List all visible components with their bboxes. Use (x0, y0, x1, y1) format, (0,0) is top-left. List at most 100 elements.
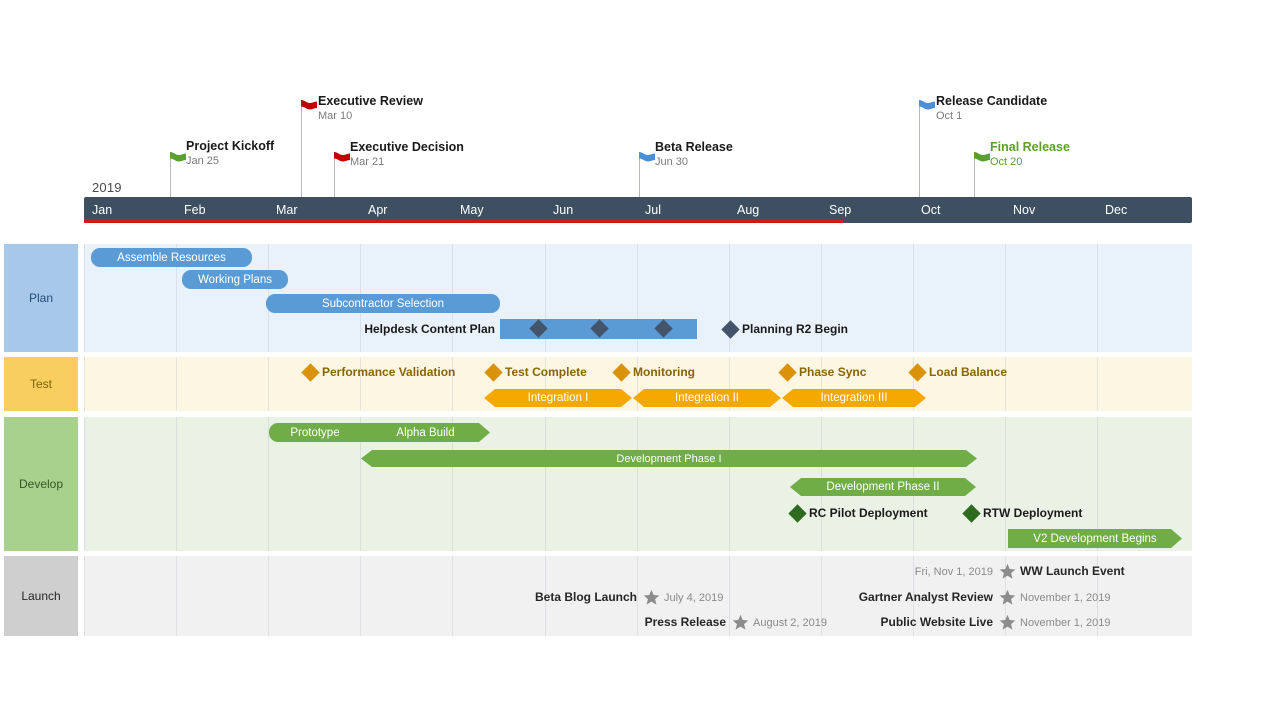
gridline (637, 417, 638, 551)
gridline (545, 244, 546, 352)
gridline (821, 244, 822, 352)
swimlane-label-test[interactable]: Test (4, 357, 78, 411)
gridline (360, 556, 361, 636)
task-bar[interactable]: Working Plans (182, 270, 288, 289)
axis-month-dec[interactable]: Dec (1105, 203, 1128, 217)
gridline (821, 556, 822, 636)
swimlane-band (84, 417, 1192, 551)
flag-date: Oct 1 (936, 110, 963, 122)
star-icon[interactable] (643, 589, 660, 606)
flag-icon (301, 100, 317, 114)
gridline (268, 357, 269, 411)
star-milestone-label: Public Website Live (880, 615, 993, 629)
gridline (729, 357, 730, 411)
gridline (176, 556, 177, 636)
flag-date: Mar 21 (350, 156, 385, 168)
star-icon[interactable] (999, 563, 1016, 580)
gridline (452, 357, 453, 411)
flag-date: Mar 10 (318, 110, 353, 122)
task-bar-label: Helpdesk Content Plan (364, 322, 495, 336)
year-label: 2019 (92, 180, 122, 195)
gridline (913, 357, 914, 411)
task-bar[interactable]: Alpha Build (361, 423, 490, 442)
flag-title: Release Candidate (936, 94, 1048, 108)
star-milestone-date: November 1, 2019 (1020, 592, 1111, 604)
gridline (452, 556, 453, 636)
gridline (1005, 417, 1006, 551)
flag-title: Executive Review (318, 94, 423, 108)
star-milestone-date: July 4, 2019 (664, 592, 724, 604)
gridline (84, 556, 85, 636)
gridline (268, 556, 269, 636)
flag-icon (919, 100, 935, 114)
axis-month-feb[interactable]: Feb (184, 203, 206, 217)
task-bar[interactable]: Integration III (782, 389, 926, 407)
task-bar[interactable]: Integration I (484, 389, 632, 407)
star-icon[interactable] (999, 614, 1016, 631)
task-bar[interactable]: V2 Development Begins (1008, 529, 1182, 548)
flag-date: Jun 30 (655, 156, 689, 168)
flag-title: Project Kickoff (186, 139, 275, 153)
axis-month-jun[interactable]: Jun (553, 203, 574, 217)
flag-icon (639, 152, 655, 166)
gridline (1097, 244, 1098, 352)
gridline (545, 417, 546, 551)
task-bar[interactable]: Development Phase I (361, 450, 977, 467)
axis-month-sep[interactable]: Sep (829, 203, 852, 217)
axis-month-nov[interactable]: Nov (1013, 203, 1036, 217)
swimlane-label-develop[interactable]: Develop (4, 417, 78, 551)
axis-month-oct[interactable]: Oct (921, 203, 941, 217)
axis-month-apr[interactable]: Apr (368, 203, 388, 217)
gridline (1097, 357, 1098, 411)
gridline (637, 357, 638, 411)
gridline (1005, 357, 1006, 411)
gridline (545, 556, 546, 636)
milestone-label: Test Complete (505, 365, 587, 379)
milestone-flag-stem (170, 152, 171, 197)
flag-icon (170, 152, 186, 166)
task-bar[interactable]: Assemble Resources (91, 248, 252, 267)
gridline (1097, 417, 1098, 551)
flag-icon (974, 152, 990, 166)
star-milestone-label: Press Release (644, 615, 726, 629)
flag-title: Executive Decision (350, 140, 464, 154)
star-icon[interactable] (999, 589, 1016, 606)
star-icon[interactable] (732, 614, 749, 631)
axis-month-mar[interactable]: Mar (276, 203, 298, 217)
milestone-label: Performance Validation (322, 365, 456, 379)
gridline (360, 357, 361, 411)
gridline (176, 417, 177, 551)
flag-title: Beta Release (655, 140, 733, 154)
flag-date: Jan 25 (186, 155, 220, 167)
progress-indicator (84, 219, 843, 223)
axis-month-jan[interactable]: Jan (92, 203, 113, 217)
axis-month-jul[interactable]: Jul (645, 203, 661, 217)
gridline (84, 357, 85, 411)
task-bar[interactable]: Prototype (269, 423, 361, 442)
swimlane-label-launch[interactable]: Launch (4, 556, 78, 636)
month-axis-bar: Jan Feb Mar Apr May Jun Jul Aug Sep Oct Nov Dec (84, 197, 1192, 223)
milestone-label: RTW Deployment (983, 506, 1083, 520)
flag-date: Oct 20 (990, 156, 1023, 168)
task-bar[interactable]: Integration II (633, 389, 781, 407)
axis-month-may[interactable]: May (460, 203, 484, 217)
swimlane-label-plan[interactable]: Plan (4, 244, 78, 352)
flag-icon (334, 152, 350, 166)
axis-month-aug[interactable]: Aug (737, 203, 760, 217)
gridline (176, 244, 177, 352)
gridline (268, 417, 269, 551)
task-bar[interactable]: Subcontractor Selection (266, 294, 500, 313)
gridline (84, 244, 85, 352)
gridline (1097, 556, 1098, 636)
milestone-label: Phase Sync (799, 365, 867, 379)
milestone-label: Load Balance (929, 365, 1008, 379)
star-milestone-date: November 1, 2019 (1020, 617, 1111, 629)
gridline (176, 357, 177, 411)
task-bar[interactable]: Development Phase II (790, 478, 976, 496)
